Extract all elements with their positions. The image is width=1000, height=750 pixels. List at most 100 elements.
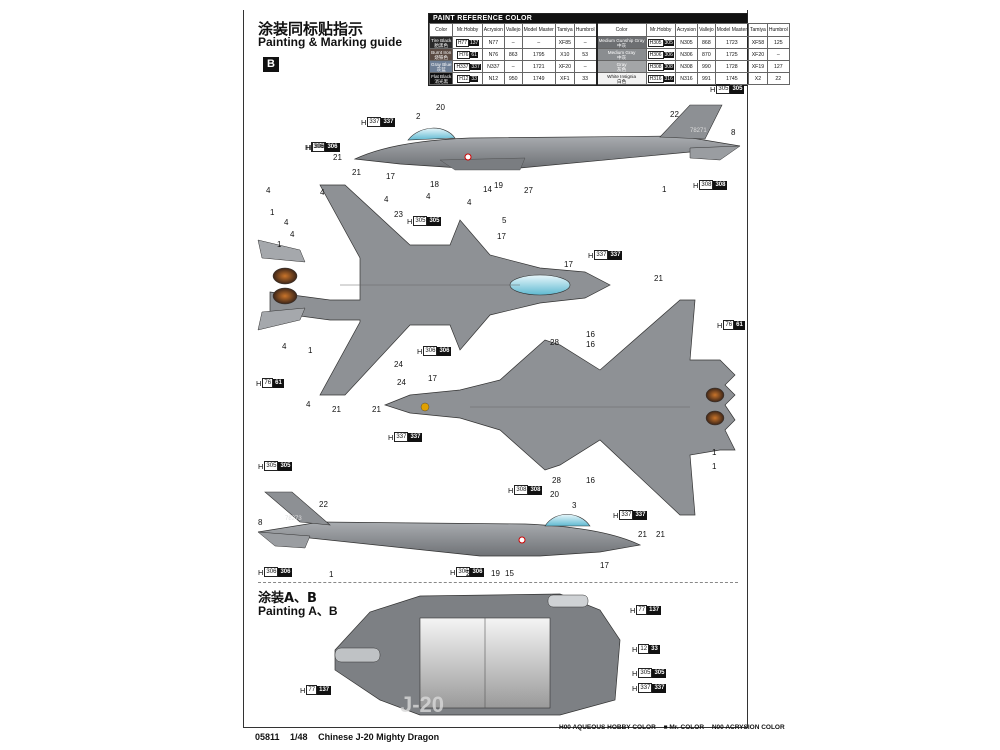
part-callout-number: 4: [284, 218, 289, 227]
part-callout-number: 22: [319, 500, 328, 509]
acrysion-code: N305: [674, 36, 699, 49]
serial-number-bottom: 78273: [285, 516, 302, 522]
serial-number-top: 78271: [690, 128, 707, 134]
kit-code: 05811: [255, 732, 280, 742]
part-callout-number: 4: [320, 188, 325, 197]
part-callout-number: 4: [306, 400, 311, 409]
part-callout-number: 1: [712, 462, 717, 471]
kit-scale: 1/48: [290, 732, 308, 742]
part-callout-number: 21: [654, 274, 663, 283]
part-callout-number: 8: [258, 518, 263, 527]
part-callout-number: 5: [502, 216, 507, 225]
model-master-code: 1725: [714, 48, 750, 61]
weapons-bay-detail: J-20: [334, 593, 621, 717]
part-callout-number: 1: [270, 208, 275, 217]
part-callout-number: 20: [436, 103, 445, 112]
acrysion-code: N76: [481, 48, 505, 61]
model-master-code: 1749: [521, 72, 556, 85]
part-callout-number: 8: [731, 128, 736, 137]
vallejo-code: 950: [503, 72, 523, 85]
svg-text:J-20: J-20: [400, 692, 444, 717]
part-callout-number: 24: [397, 378, 406, 387]
page-title: Painting & Marking guide: [258, 35, 403, 49]
part-callout-number: 1: [277, 240, 282, 249]
part-callout-number: 17: [600, 561, 609, 570]
part-callout-number: 21: [352, 168, 361, 177]
part-callout-number: 28: [550, 338, 559, 347]
page-border-left: [243, 10, 244, 728]
part-callout-number: 21: [333, 153, 342, 162]
part-callout-number: 1: [662, 185, 667, 194]
acrysion-code: N316: [674, 72, 699, 85]
scheme-badge: B: [263, 57, 279, 72]
part-callout-number: 16: [586, 476, 595, 485]
part-callout-number: 4: [282, 342, 287, 351]
vallejo-code: 991: [697, 72, 716, 85]
part-callout-number: 1: [308, 346, 313, 355]
page-border-bottom: [243, 727, 748, 728]
acrysion-code: N12: [481, 72, 505, 85]
paint-reference-table: PAINT REFERENCE COLOR Color Mr.Hobby Acr…: [428, 13, 790, 86]
part-callout-number: 4: [384, 195, 389, 204]
part-callout-number: 17: [428, 374, 437, 383]
part-callout-number: 16: [586, 330, 595, 339]
part-callout-number: 18: [430, 180, 439, 189]
part-callout-number: 21: [638, 530, 647, 539]
part-callout-number: 4: [290, 230, 295, 239]
part-callout-number: 15: [505, 569, 514, 578]
plan-view-bottom: [383, 299, 736, 516]
part-callout-number: 17: [564, 260, 573, 269]
part-callout-number: 21: [372, 405, 381, 414]
page-border-right: [747, 10, 748, 728]
paint-table-title: PAINT REFERENCE COLOR: [429, 14, 747, 23]
footer: 05811 1/48 Chinese J-20 Mighty Dragon: [255, 732, 447, 742]
part-callout-number: 2: [416, 112, 421, 121]
part-callout-number: 16: [586, 340, 595, 349]
part-callout-number: 4: [426, 192, 431, 201]
model-master-code: 1745: [714, 72, 750, 85]
part-callout-number: 28: [552, 476, 561, 485]
humbrol-code: 22: [766, 72, 790, 85]
paint-table-header-row: Color Mr.Hobby Acrysion Vallejo Model Ma…: [428, 23, 790, 37]
part-callout-number: 4: [266, 186, 271, 195]
part-callout-number: 21: [332, 405, 341, 414]
painting-ab-title: Painting A、B: [258, 604, 338, 618]
part-callout-number: 21: [656, 530, 665, 539]
part-callout-number: 17: [386, 172, 395, 181]
painting-ab-title-cn: 涂装A、B: [258, 591, 317, 606]
